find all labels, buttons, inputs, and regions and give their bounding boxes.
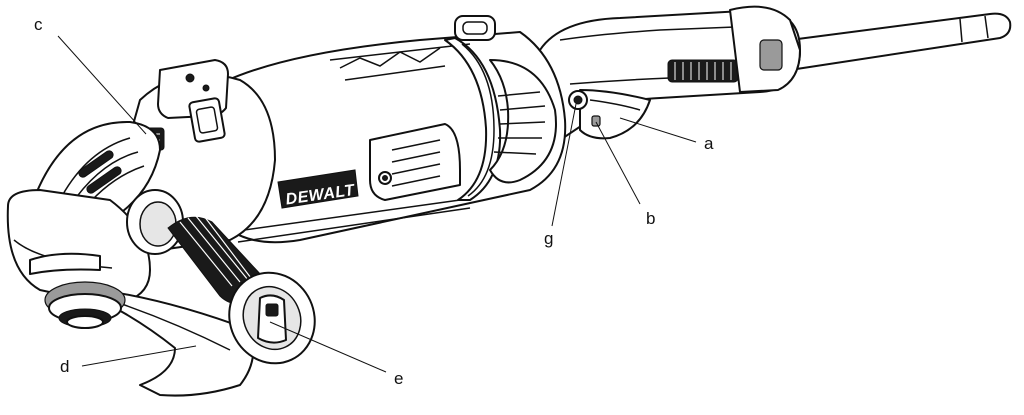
power-cord (789, 12, 1012, 71)
callout-e: e (394, 369, 403, 388)
callout-b: b (646, 209, 655, 228)
side-handle (126, 189, 316, 365)
leader-e (269, 321, 387, 373)
callout-a: a (704, 134, 714, 153)
wheel-guard (6, 189, 255, 397)
leader-d (81, 345, 197, 367)
callout-leaders (57, 35, 697, 373)
leader-b (595, 121, 641, 205)
callout-d: d (60, 357, 69, 376)
callout-g: g (544, 229, 553, 248)
leader-g (551, 103, 577, 227)
leader-c (57, 35, 147, 135)
leader-a (619, 117, 697, 143)
callout-c: c (34, 15, 43, 34)
trigger-switch (568, 89, 651, 140)
callout-labels: c a b g d e (34, 15, 714, 388)
